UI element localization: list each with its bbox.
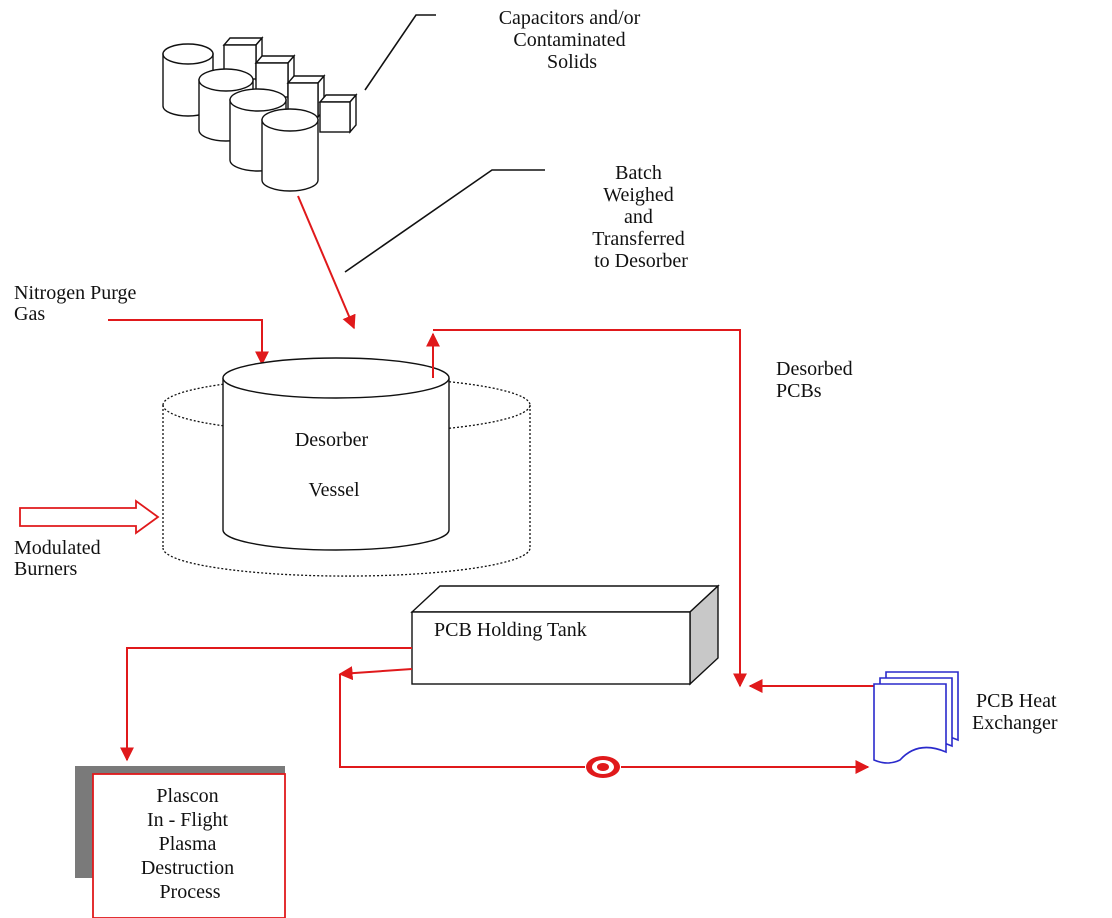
plascon-label: Plascon In - Flight Plasma Destruction P… (141, 785, 239, 903)
burner-arrow (19, 499, 160, 535)
holding-tank-label: PCB Holding Tank (434, 619, 587, 641)
desorbed-label: Desorbed PCBs (776, 358, 858, 402)
holding-tank (410, 584, 720, 686)
tank-outlet-arrow (338, 666, 413, 681)
to-plascon-line (120, 647, 412, 762)
burners-label: Modulated Burners (14, 537, 106, 580)
heat-exchanger-icon (873, 671, 959, 764)
desorber-vessel (222, 357, 450, 551)
capacitors-illustration (162, 36, 358, 192)
pump-icon (586, 756, 620, 778)
desorbed-pcbs-line (433, 329, 747, 688)
recirculation-line-a (339, 674, 585, 768)
cylinder-4 (261, 108, 319, 192)
nitrogen-purge-arrow (108, 319, 269, 366)
capacitors-label: Capacitors and/or Contaminated Solids (499, 7, 646, 73)
cube-4 (318, 93, 358, 134)
nitrogen-label: Nitrogen Purge Gas (14, 282, 141, 325)
batch-label: Batch Weighed and Transferred to Desorbe… (592, 162, 690, 272)
heat-exchanger-label: PCB Heat Exchanger (972, 690, 1062, 734)
plascon-box (75, 766, 286, 918)
batch-leader-line (344, 169, 545, 273)
desorber-vessel-label: Desorber Vessel (295, 429, 373, 501)
batch-transfer-arrow (297, 195, 356, 330)
capacitors-leader-line (364, 14, 436, 91)
